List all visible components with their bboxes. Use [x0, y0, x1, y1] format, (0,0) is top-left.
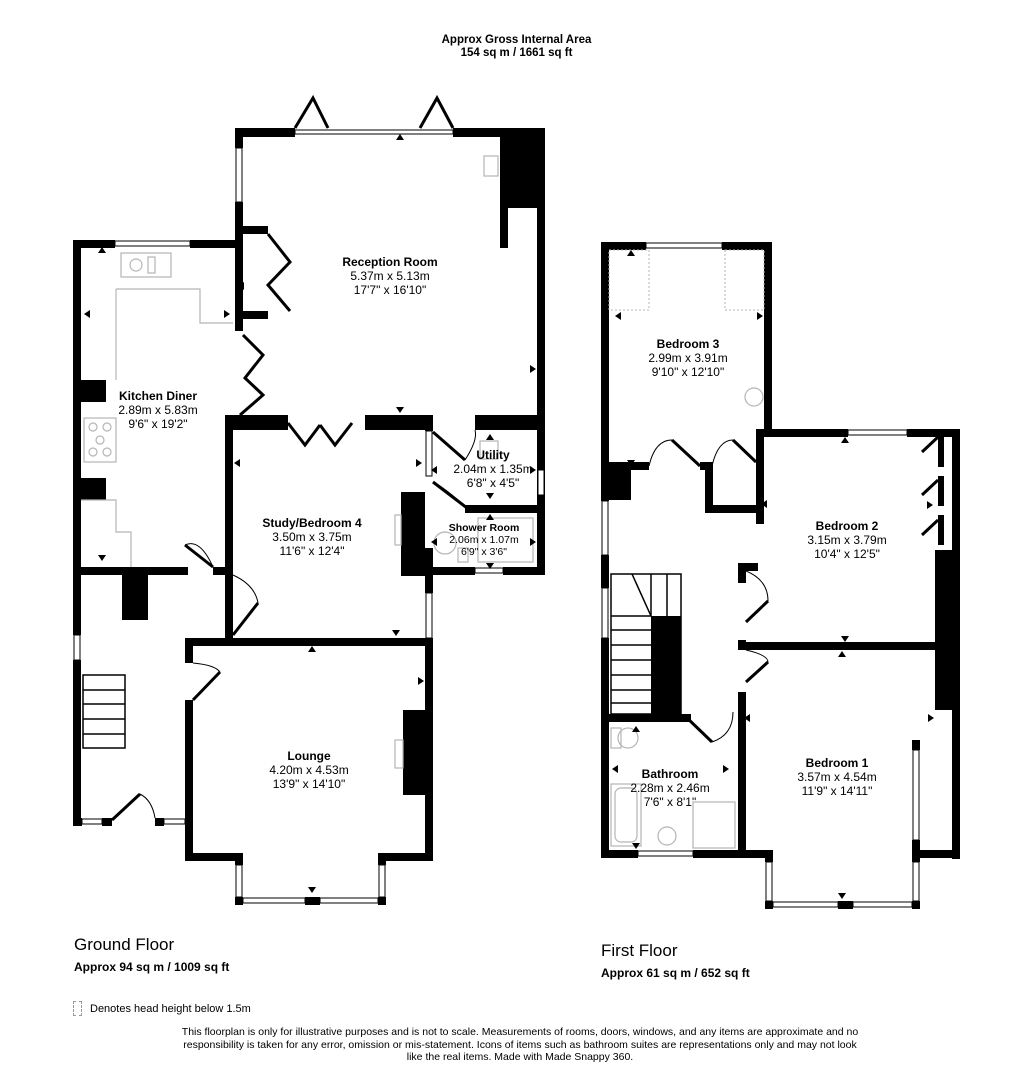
room-label-utility: Utility 2.04m x 1.35m 6'8" x 4'5" [453, 448, 532, 490]
floor-title: Ground Floor [74, 935, 175, 954]
dashed-box-icon [73, 1001, 82, 1016]
room-name: Bedroom 1 [805, 756, 869, 770]
room-label-bedroom-1: Bedroom 1 3.57m x 4.54m 11'9" x 14'11" [797, 756, 876, 798]
room-label-bedroom-3: Bedroom 3 2.99m x 3.91m 9'10" x 12'10" [648, 337, 727, 379]
ground-floor-caption: Ground Floor Approx 94 sq m / 1009 sq ft [74, 935, 229, 974]
floor-area: Approx 94 sq m / 1009 sq ft [74, 960, 230, 974]
room-metric: 5.37m x 5.13m [350, 269, 430, 283]
room-name: Study/Bedroom 4 [262, 516, 362, 530]
room-imperial: 6'9" x 3'6" [461, 546, 507, 558]
room-imperial: 11'6" x 12'4" [279, 544, 345, 558]
gross-area-header: Approx Gross Internal Area 154 sq m / 16… [0, 34, 1033, 60]
room-metric: 3.57m x 4.54m [797, 770, 877, 784]
room-name: Bathroom [641, 767, 699, 781]
floor-title: First Floor [601, 941, 678, 960]
room-metric: 4.20m x 4.53m [269, 763, 349, 777]
room-label-study-bedroom-4: Study/Bedroom 4 3.50m x 3.75m 11'6" x 12… [262, 516, 361, 558]
disclaimer: This floorplan is only for illustrative … [181, 1026, 859, 1063]
room-imperial: 17'7" x 16'10" [353, 283, 427, 297]
room-imperial: 9'6" x 19'2" [128, 417, 188, 431]
room-imperial: 9'10" x 12'10" [651, 365, 725, 379]
room-metric: 2.28m x 2.46m [630, 781, 710, 795]
room-name: Lounge [287, 749, 331, 763]
room-name: Bedroom 2 [815, 519, 879, 533]
room-label-shower-room: Shower Room 2.06m x 1.07m 6'9" x 3'6" [449, 522, 520, 558]
room-label-kitchen-diner: Kitchen Diner 2.89m x 5.83m 9'6" x 19'2" [118, 389, 197, 431]
room-metric: 2.99m x 3.91m [648, 351, 728, 365]
first-floor-plan [601, 242, 960, 909]
legend-text: Denotes head height below 1.5m [90, 1002, 251, 1015]
room-imperial: 11'9" x 14'11" [801, 784, 873, 798]
room-label-bathroom: Bathroom 2.28m x 2.46m 7'6" x 8'1" [630, 767, 709, 809]
room-imperial: 13'9" x 14'10" [272, 777, 346, 791]
ground-floor-plan [73, 94, 545, 905]
room-metric: 2.89m x 5.83m [118, 403, 198, 417]
room-name: Reception Room [342, 255, 438, 269]
room-metric: 3.50m x 3.75m [272, 530, 352, 544]
room-metric: 2.04m x 1.35m [453, 462, 533, 476]
room-metric: 2.06m x 1.07m [449, 534, 519, 546]
room-label-bedroom-2: Bedroom 2 3.15m x 3.79m 10'4" x 12'5" [807, 519, 886, 561]
room-metric: 3.15m x 3.79m [807, 533, 887, 547]
first-floor-caption: First Floor Approx 61 sq m / 652 sq ft [601, 941, 750, 980]
room-name: Shower Room [448, 522, 520, 534]
room-name: Kitchen Diner [118, 389, 197, 403]
gross-area-value: 154 sq m / 1661 sq ft [460, 47, 573, 59]
room-label-reception: Reception Room 5.37m x 5.13m 17'7" x 16'… [342, 255, 437, 297]
room-label-lounge: Lounge 4.20m x 4.53m 13'9" x 14'10" [269, 749, 348, 791]
room-name: Utility [476, 448, 510, 462]
floor-area: Approx 61 sq m / 652 sq ft [601, 966, 750, 980]
legend: Denotes head height below 1.5m [73, 1001, 251, 1016]
room-imperial: 10'4" x 12'5" [814, 547, 880, 561]
room-name: Bedroom 3 [656, 337, 720, 351]
room-imperial: 7'6" x 8'1" [643, 795, 697, 809]
gross-area-title: Approx Gross Internal Area [441, 34, 592, 46]
room-imperial: 6'8" x 4'5" [466, 476, 520, 490]
